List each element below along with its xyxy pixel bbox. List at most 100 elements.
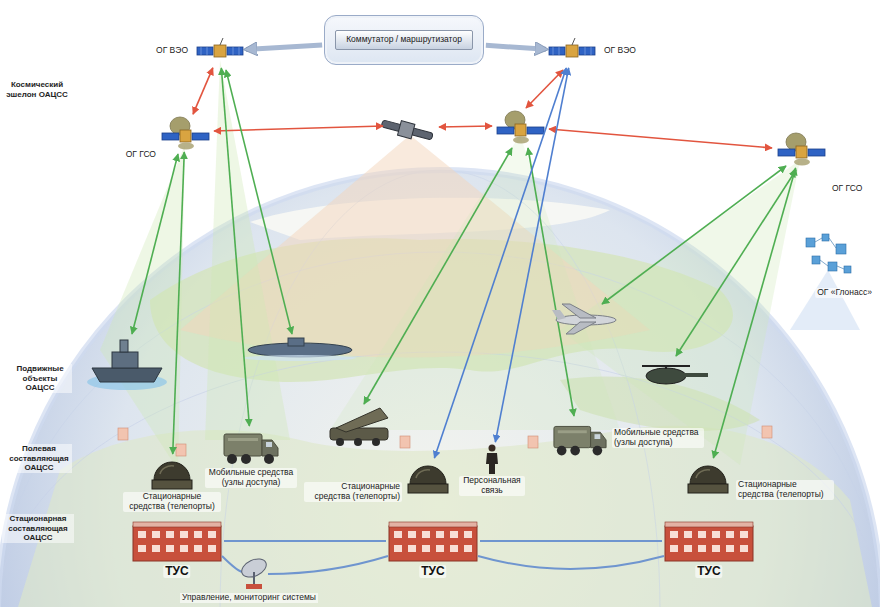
ground-units bbox=[224, 434, 278, 464]
satellites bbox=[778, 133, 825, 166]
link-line bbox=[713, 168, 795, 458]
node-label: Мобильные средства (узлы доступа) bbox=[612, 428, 704, 448]
launcher bbox=[354, 438, 362, 446]
ground-links bbox=[602, 166, 786, 304]
satellites bbox=[381, 120, 433, 140]
radio-towers bbox=[118, 428, 128, 440]
link-line bbox=[480, 540, 662, 542]
satellites bbox=[162, 117, 209, 150]
aircraft bbox=[562, 304, 596, 318]
space-links bbox=[526, 70, 563, 108]
launcher bbox=[336, 408, 388, 432]
launcher bbox=[330, 408, 388, 446]
node-label: Стационарные средства (телепорты) bbox=[123, 492, 221, 512]
ground-units bbox=[665, 522, 753, 561]
node-label: Стационарные средства (телепорты) bbox=[736, 480, 834, 500]
node-label: ТУС bbox=[695, 565, 722, 578]
personal-terminal: Персональная связь bbox=[484, 444, 500, 474]
helicopter bbox=[665, 366, 667, 369]
ground-units bbox=[486, 445, 498, 475]
ground-network bbox=[268, 556, 388, 574]
satellites bbox=[398, 121, 415, 139]
radio-towers bbox=[118, 426, 772, 456]
helicopter bbox=[684, 373, 708, 377]
space-links bbox=[549, 129, 772, 148]
link-line bbox=[495, 68, 568, 442]
ground-units bbox=[133, 426, 753, 561]
launcher bbox=[372, 438, 380, 446]
tier-label: Полевая составляющая ОАЦСС bbox=[6, 444, 72, 473]
ship bbox=[112, 352, 138, 368]
teleport: Стационарные средства (телепорты) bbox=[406, 460, 450, 494]
teleport: Стационарные средства (телепорты) bbox=[150, 456, 194, 490]
launcher bbox=[336, 438, 344, 446]
radio-towers bbox=[400, 436, 410, 448]
switch-label: Коммутатор / маршрутизатор bbox=[335, 30, 473, 50]
link-line bbox=[173, 152, 185, 454]
radio-towers bbox=[528, 436, 538, 448]
beam-cones bbox=[790, 270, 860, 330]
radio-towers bbox=[762, 426, 772, 438]
satellite: ОГ ВЭО bbox=[196, 36, 244, 66]
link-line bbox=[486, 45, 546, 49]
control-center: ТУС bbox=[132, 520, 222, 562]
ground-links bbox=[226, 70, 292, 334]
submarine bbox=[244, 338, 356, 361]
tier-label: Стационарная составляющая ОАЦСС bbox=[2, 514, 74, 543]
link-line bbox=[434, 68, 566, 458]
node-label: Стационарные средства (телепорты) bbox=[304, 482, 402, 502]
ship bbox=[120, 340, 128, 352]
satellites bbox=[497, 111, 544, 144]
teleport: Стационарные средства (телепорты) bbox=[686, 460, 730, 494]
ground-units bbox=[408, 466, 448, 493]
control-dish bbox=[253, 572, 255, 586]
node-label: ОГ ГСО bbox=[830, 184, 864, 194]
submarine bbox=[244, 355, 356, 361]
beam-cones bbox=[330, 135, 620, 430]
ground-network bbox=[478, 556, 664, 569]
node-label: ОГ ГСО bbox=[124, 150, 158, 160]
ground-links bbox=[132, 154, 178, 334]
satellites bbox=[162, 38, 825, 166]
ground-network bbox=[222, 556, 242, 572]
mobile-unit: Мобильные средства (узлы доступа) bbox=[552, 420, 608, 458]
glonass-group bbox=[836, 244, 846, 254]
tier-label: Космический эшелон ОАЦСС bbox=[6, 80, 68, 99]
beam-cones bbox=[205, 60, 290, 440]
control-dish bbox=[239, 555, 269, 589]
node-label: Персональная связь bbox=[459, 476, 525, 496]
radio-towers bbox=[176, 444, 186, 456]
link-line bbox=[246, 45, 322, 50]
glonass-group bbox=[828, 262, 837, 271]
ground-units bbox=[133, 522, 221, 561]
space-links bbox=[214, 70, 772, 148]
satellites bbox=[380, 116, 434, 144]
tier-label: Подвижные объекты ОАЦСС bbox=[8, 364, 72, 393]
glonass-group bbox=[844, 266, 851, 273]
ground-units bbox=[688, 466, 728, 493]
link-line bbox=[193, 68, 213, 114]
caption-label: Управление, мониторинг системы bbox=[180, 593, 318, 603]
control-center: ТУС bbox=[388, 520, 478, 562]
node-label: ТУС bbox=[419, 565, 446, 578]
ship bbox=[92, 368, 162, 382]
control-dish bbox=[246, 584, 262, 589]
node-label: ТУС bbox=[163, 565, 190, 578]
globe bbox=[18, 426, 872, 607]
helicopter bbox=[646, 368, 686, 384]
satellite: ОГ ВЭО bbox=[548, 36, 596, 66]
link-line bbox=[221, 68, 249, 426]
aircraft bbox=[552, 310, 566, 320]
satellite: ОГ ГСО bbox=[776, 132, 826, 166]
satellites bbox=[197, 38, 243, 57]
satellites bbox=[549, 38, 595, 57]
ground-links bbox=[676, 170, 796, 356]
node-label: Мобильные средства (узлы доступа) bbox=[205, 468, 297, 488]
node-label: ОГ ВЭО bbox=[602, 46, 638, 56]
ground-units bbox=[554, 426, 606, 455]
beam-cones bbox=[100, 60, 860, 470]
